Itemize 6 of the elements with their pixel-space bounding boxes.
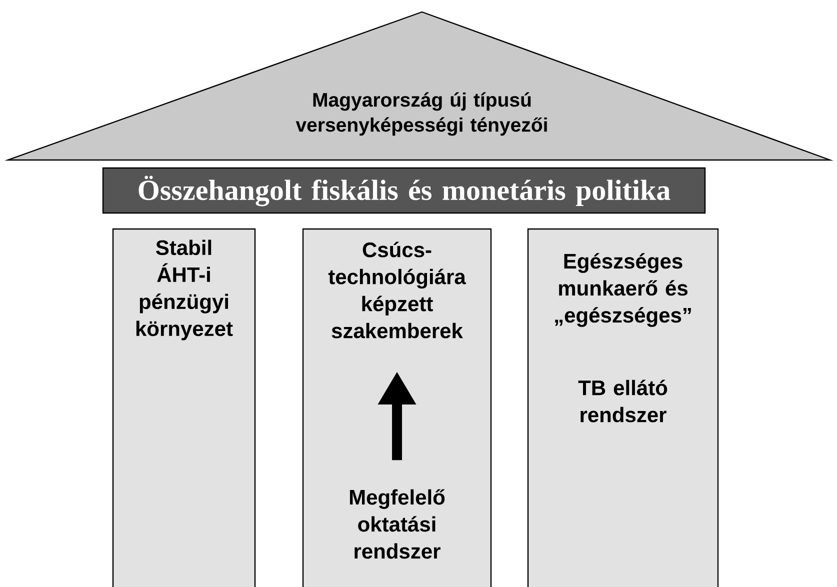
pillar-text: Megfelelő oktatási rendszer — [350, 489, 445, 559]
pillar-box: Egészséges munkaerő és „egészséges” TB ellátó rendszer — [527, 228, 719, 587]
pillar-text: Csúcs-technológiára képzett szakemberek — [328, 242, 466, 338]
pillar-box — [302, 228, 492, 587]
pillar-box: Stabil ÁHT-i pénzügyi környezet — [112, 228, 256, 587]
title-band: Összehangolt fiskális és monetáris politika — [102, 167, 706, 214]
